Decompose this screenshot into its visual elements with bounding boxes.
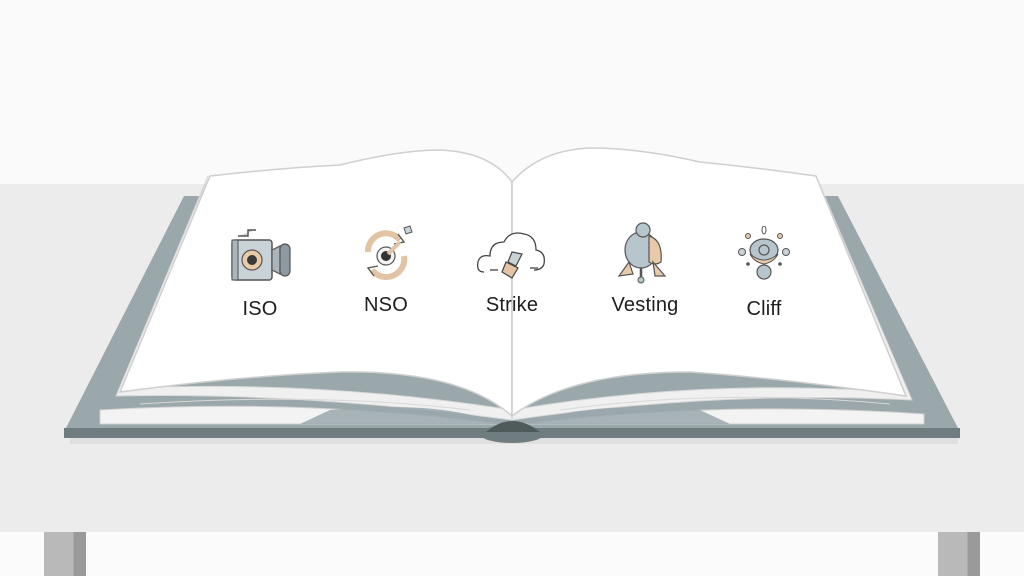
- table-leg-left: [44, 532, 86, 576]
- right-page: [511, 147, 908, 418]
- eye-radiating-icon: [738, 226, 790, 280]
- term-nso: NSO: [326, 222, 446, 317]
- term-label: NSO: [364, 294, 408, 316]
- term-cliff: Cliff: [704, 226, 824, 321]
- term-label: ISO: [242, 298, 278, 320]
- term-iso: ISO: [200, 226, 320, 321]
- table-leg-right: [938, 532, 980, 576]
- term-label: Cliff: [746, 298, 782, 320]
- term-label: Strike: [485, 294, 539, 316]
- wall-background: [0, 0, 1024, 186]
- camera-icon: [231, 229, 291, 281]
- term-vesting: Vesting: [585, 222, 705, 317]
- left-page: [118, 149, 513, 418]
- figure-icon: [617, 222, 667, 284]
- circular-arrows-icon: [365, 225, 413, 280]
- term-label: Vesting: [611, 294, 679, 316]
- floor: [0, 532, 1024, 576]
- term-strike: Strike: [452, 222, 572, 317]
- cloud-hammer-icon: [476, 232, 545, 279]
